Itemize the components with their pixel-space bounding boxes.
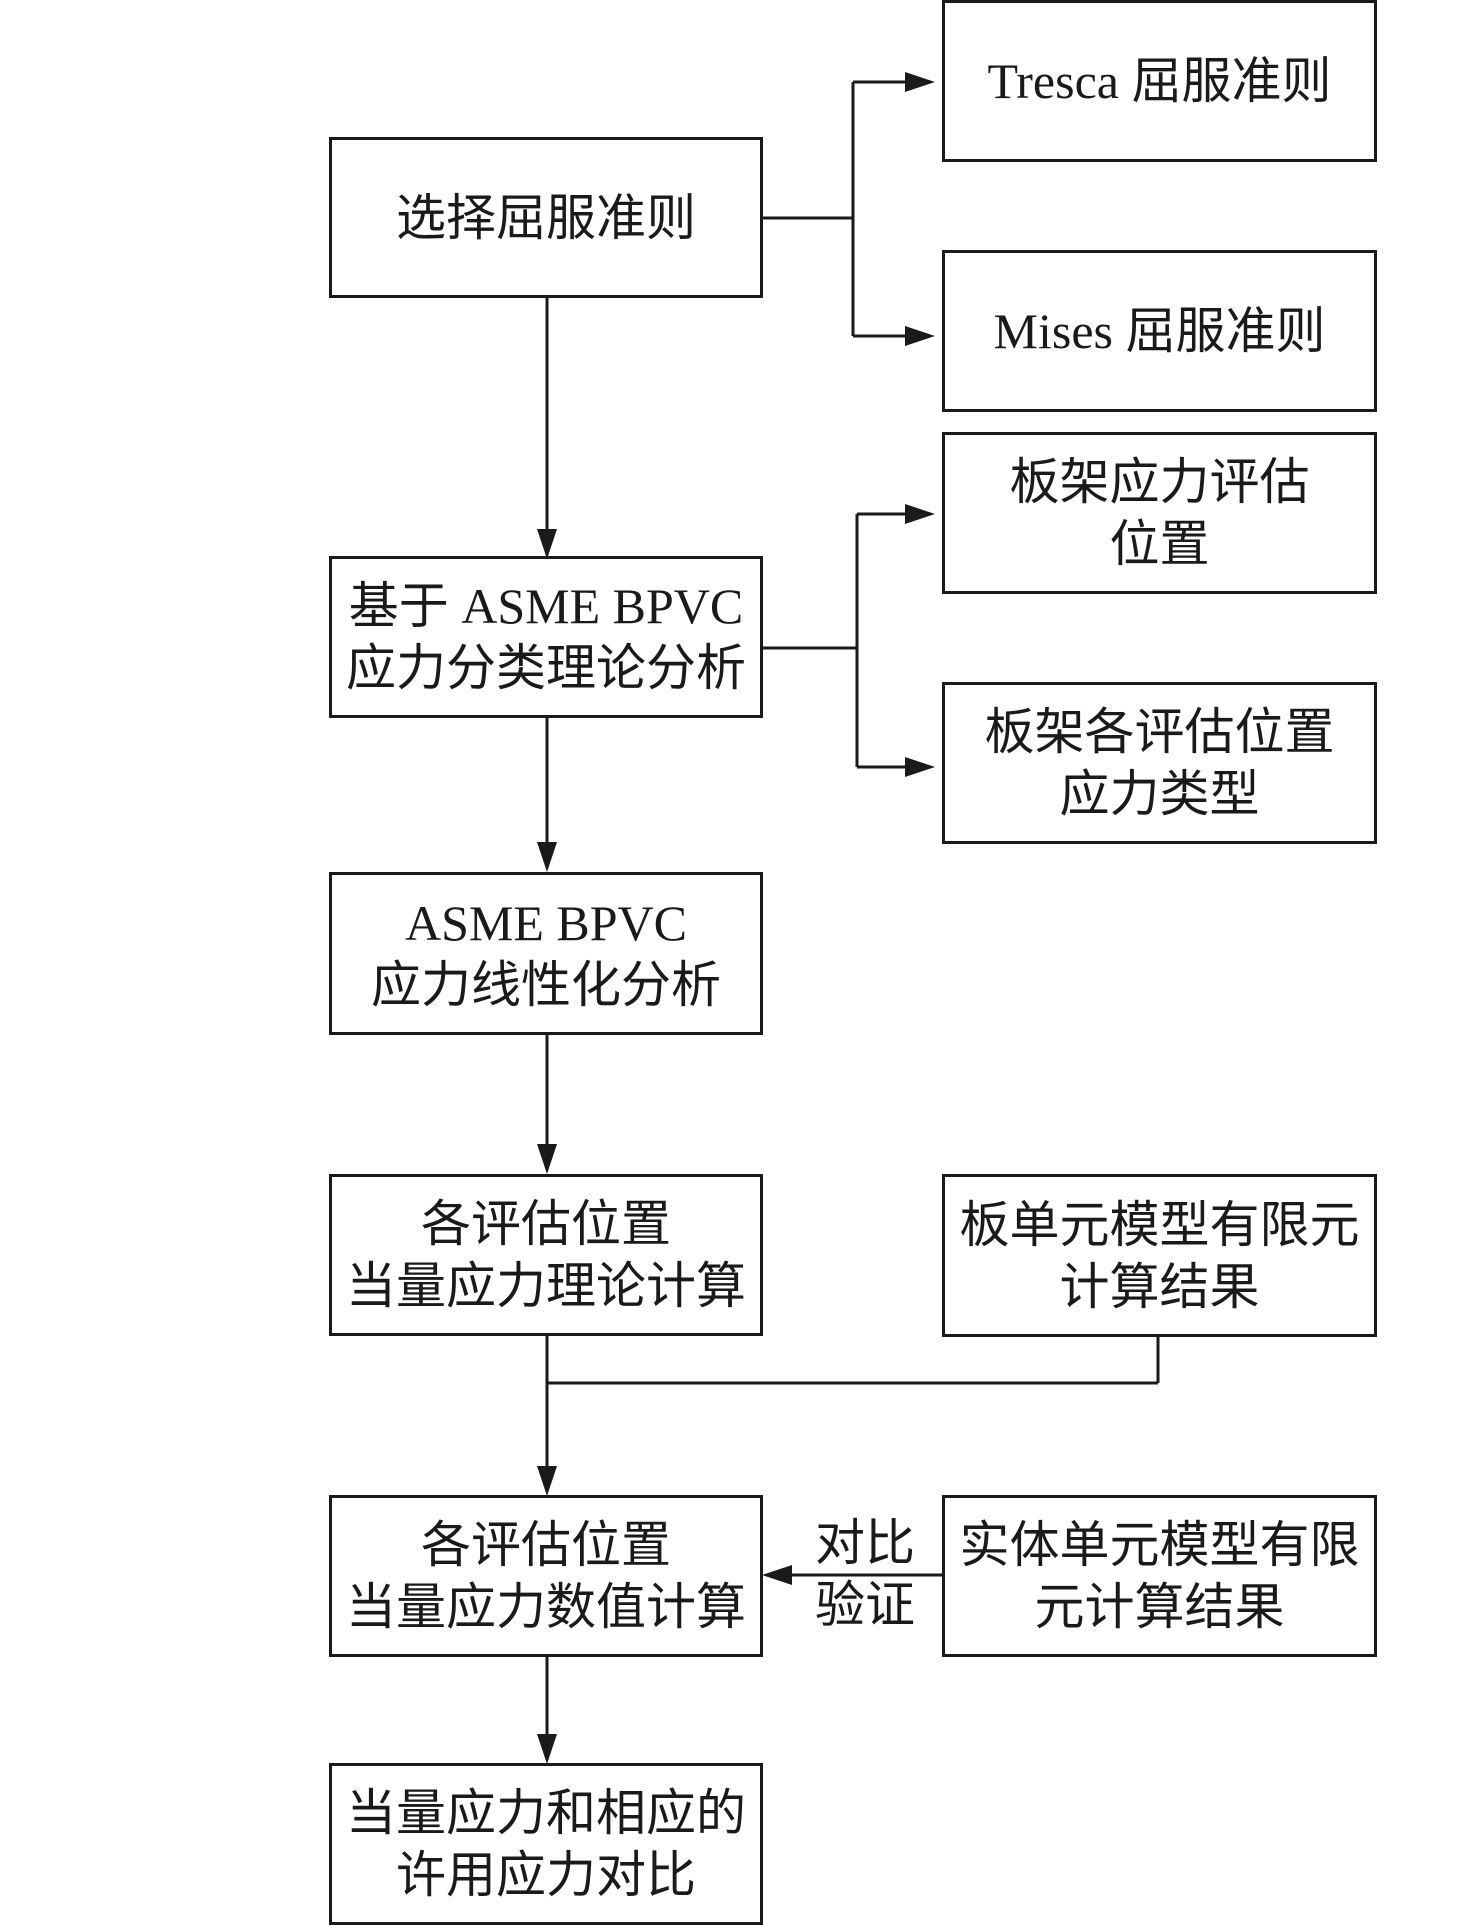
node-line: 当量应力理论计算: [346, 1258, 746, 1314]
node-theoretical-calc: 各评估位置 当量应力理论计算: [329, 1174, 763, 1336]
node-line: 实体单元模型有限: [959, 1517, 1360, 1573]
node-select-criterion: 选择屈服准则: [329, 137, 763, 298]
node-line: 选择屈服准则: [396, 189, 696, 246]
node-linearization: ASME BPVC 应力线性化分析: [329, 872, 763, 1035]
node-line: 基于 ASME BPVC: [348, 578, 744, 634]
arrowhead: [762, 1565, 792, 1585]
node-line: 当量应力和相应的: [346, 1785, 746, 1841]
node-line: 元计算结果: [1034, 1579, 1285, 1635]
node-line: 各评估位置: [421, 1517, 671, 1573]
arrowhead: [905, 326, 935, 346]
arrowhead: [537, 1734, 557, 1764]
node-line: 应力分类理论分析: [346, 640, 746, 696]
node-numerical-calc: 各评估位置 当量应力数值计算: [329, 1495, 763, 1657]
arrowhead: [905, 757, 935, 777]
node-line: Tresca 屈服准则: [987, 53, 1332, 109]
edge-label-line: 对比: [815, 1515, 915, 1571]
arrowhead: [905, 504, 935, 524]
node-mises: Mises 屈服准则: [942, 250, 1377, 412]
node-line: Mises 屈服准则: [993, 303, 1326, 359]
node-solid-fem: 实体单元模型有限 元计算结果: [942, 1495, 1377, 1657]
node-line: 当量应力数值计算: [346, 1579, 746, 1635]
arrowhead: [905, 72, 935, 92]
edge-label-line: 验证: [815, 1577, 915, 1633]
node-line: 板架应力评估: [1009, 454, 1310, 510]
node-plate-fem: 板单元模型有限元 计算结果: [942, 1174, 1377, 1337]
node-line: 板架各评估位置: [984, 704, 1335, 760]
node-eval-locations: 板架应力评估 位置: [942, 432, 1377, 594]
node-stress-types: 板架各评估位置 应力类型: [942, 682, 1377, 844]
node-asme-classification: 基于 ASME BPVC 应力分类理论分析: [329, 556, 763, 718]
node-line: 应力类型: [1059, 766, 1260, 822]
arrowhead: [537, 529, 557, 559]
node-tresca: Tresca 屈服准则: [942, 0, 1377, 162]
arrowhead: [537, 1466, 557, 1496]
arrowhead: [537, 1144, 557, 1174]
node-line: 各评估位置: [421, 1196, 671, 1252]
node-line: 计算结果: [1059, 1258, 1260, 1315]
node-line: 板单元模型有限元: [959, 1196, 1360, 1253]
node-line: 许用应力对比: [396, 1847, 696, 1903]
node-line: 应力线性化分析: [371, 956, 721, 1013]
arrowhead: [537, 842, 557, 872]
node-line: ASME BPVC: [404, 894, 688, 951]
node-allowable-compare: 当量应力和相应的 许用应力对比: [329, 1763, 763, 1925]
node-line: 位置: [1109, 516, 1210, 572]
edge-label-verify: 对比 验证: [800, 1512, 930, 1636]
